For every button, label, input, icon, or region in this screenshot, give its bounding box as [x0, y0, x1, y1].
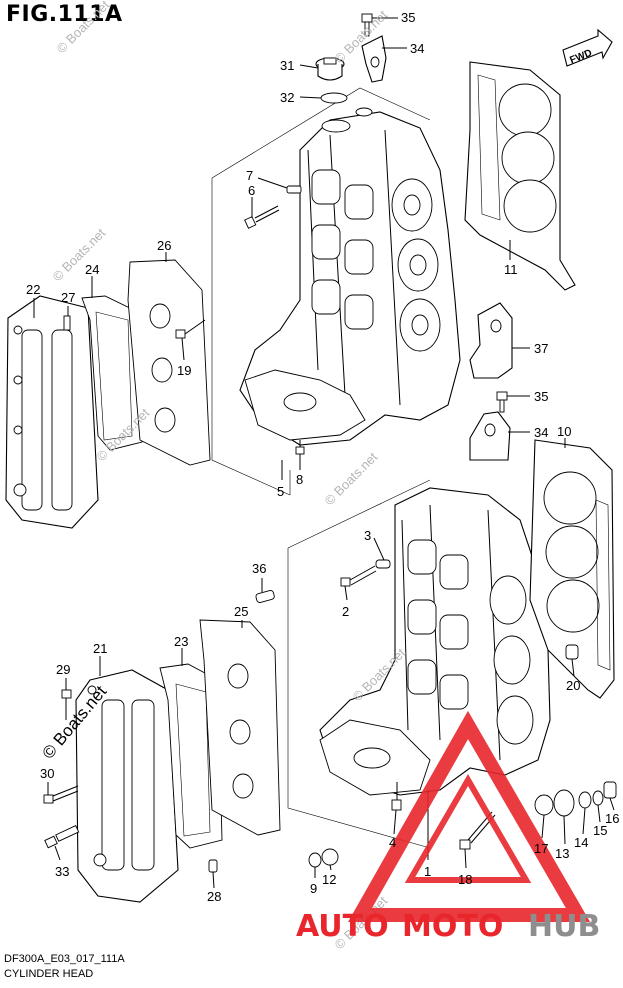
callout: 13 — [555, 846, 569, 861]
cover-seal-lower — [199, 619, 281, 836]
callout: 24 — [85, 262, 99, 277]
cover-gasket-upper — [81, 295, 143, 451]
callout: 37 — [534, 341, 548, 356]
head-gasket-lower — [529, 439, 615, 699]
callout: 11 — [504, 262, 518, 277]
o-ring-12 — [321, 848, 339, 866]
callout: 29 — [56, 662, 70, 677]
callout-labels: 35 34 31 32 6 7 26 24 22 27 19 11 37 35 … — [26, 10, 619, 904]
upper-cylinder-head-group — [211, 87, 461, 496]
callout: 6 — [248, 183, 255, 198]
dowel-7 — [286, 185, 302, 194]
callout: 3 — [364, 528, 371, 543]
callout: 7 — [246, 168, 253, 183]
callout: 23 — [174, 634, 188, 649]
callout: 20 — [566, 678, 580, 693]
lower-cylinder-head-group — [287, 479, 551, 849]
figure-title: FIG.111A — [6, 2, 123, 27]
callout: 36 — [252, 561, 266, 576]
logo-moto: MOTO — [402, 909, 503, 944]
callout: 9 — [310, 881, 317, 896]
watermark: © Boats.net — [322, 449, 381, 508]
automotohub-logo: AUTO MOTO HUB — [296, 710, 600, 944]
o-ring-13 — [553, 789, 575, 817]
callout: 27 — [61, 290, 75, 305]
head-gasket-upper — [464, 61, 576, 291]
callout: 21 — [93, 641, 107, 656]
cap-16 — [603, 781, 617, 799]
oil-cap-o-ring — [320, 92, 348, 104]
callout: 35 — [401, 10, 415, 25]
callout: 18 — [458, 872, 472, 887]
bolt-2 — [340, 565, 377, 587]
dowel-20 — [565, 644, 579, 660]
callout: 4 — [389, 835, 396, 850]
head-cover-lower — [75, 669, 179, 903]
callout: 5 — [277, 484, 284, 499]
callout: 34 — [534, 425, 548, 440]
callout: 28 — [207, 889, 221, 904]
washer-14 — [578, 791, 592, 809]
fwd-direction-marker: FWD — [562, 28, 613, 67]
callout: 12 — [322, 872, 336, 887]
oil-filler-cap — [315, 57, 345, 81]
callout: 26 — [157, 238, 171, 253]
callout: 8 — [296, 472, 303, 487]
callout: 35 — [534, 389, 548, 404]
dowel-28 — [208, 859, 218, 873]
callout: 25 — [234, 604, 248, 619]
dowel-36 — [255, 590, 275, 603]
callout: 31 — [280, 58, 294, 73]
callout: 10 — [557, 424, 571, 439]
callout: 19 — [177, 363, 191, 378]
washer-9 — [308, 852, 322, 868]
spark-plug-33 — [44, 825, 80, 849]
callout: 17 — [534, 841, 548, 856]
head-cover-upper — [5, 295, 99, 529]
callout: 34 — [410, 41, 424, 56]
leader-lines — [33, 17, 615, 889]
callout: 32 — [280, 90, 294, 105]
watermark: © Boats.net — [50, 225, 109, 284]
bolt-19 — [175, 319, 206, 339]
plug-15 — [592, 790, 604, 806]
dowel-3 — [375, 559, 391, 569]
callout: 1 — [424, 864, 431, 879]
watermark: © Boats.net — [54, 0, 113, 56]
callout: 16 — [605, 811, 619, 826]
stud-27 — [63, 315, 71, 331]
bolt-30 — [43, 785, 79, 804]
callout: 33 — [55, 864, 69, 879]
bolt-middle — [496, 391, 508, 413]
callout: 2 — [342, 604, 349, 619]
callout: 14 — [574, 835, 588, 850]
callout: 30 — [40, 766, 54, 781]
bolt-6 — [244, 205, 280, 229]
logo-hub: HUB — [528, 909, 600, 944]
callout: 15 — [593, 823, 607, 838]
diagram-code: DF300A_E03_017_111A — [4, 953, 125, 965]
cover-seal-upper — [127, 259, 211, 466]
logo-auto: AUTO — [296, 909, 389, 944]
callout: 22 — [26, 282, 40, 297]
lower-cylinder-head — [319, 487, 551, 796]
bolt-4 — [391, 782, 402, 811]
sensor-17 — [534, 794, 554, 816]
hanger-bracket-37 — [469, 302, 513, 379]
diagram-name: CYLINDER HEAD — [4, 968, 94, 980]
